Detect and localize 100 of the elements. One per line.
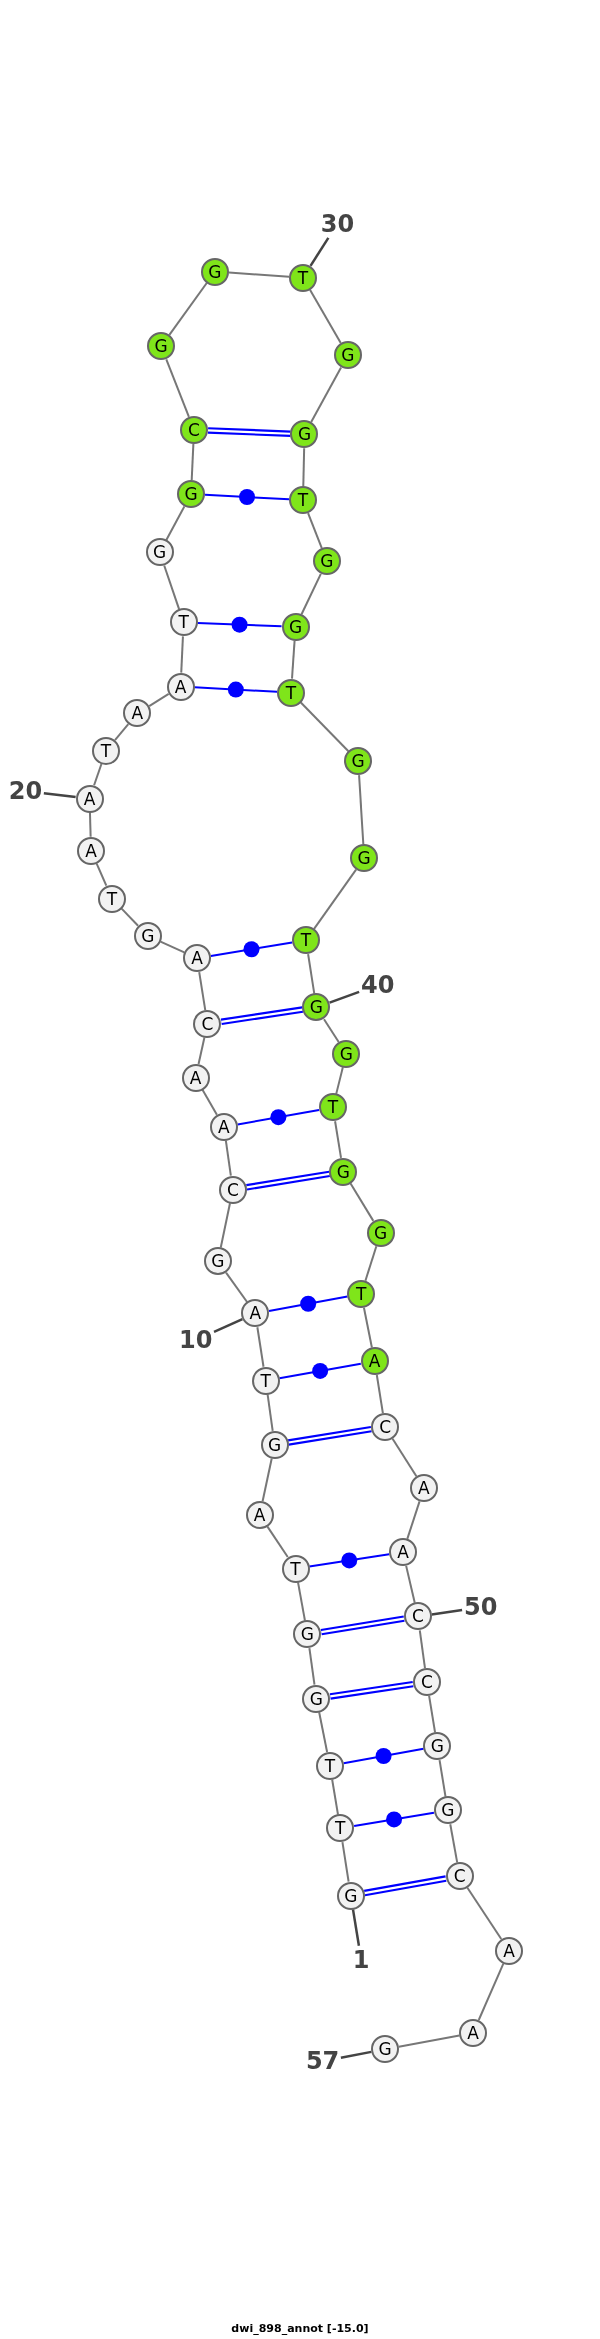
backbone-line: [318, 1711, 329, 1753]
backbone-line: [159, 940, 186, 954]
nucleotide-circle: A: [166, 672, 195, 701]
backbone-line: [163, 564, 181, 611]
nucleotide-circle: A: [245, 1500, 274, 1529]
backbone-line: [391, 1437, 418, 1478]
leader-line: [431, 1608, 463, 1616]
nucleotide-circle: C: [193, 1009, 222, 1038]
backbone-line: [299, 701, 350, 753]
position-number: 40: [361, 973, 395, 998]
backbone-line: [466, 1886, 503, 1941]
nucleotide-circle: G: [302, 1684, 331, 1713]
backbone-line: [307, 953, 316, 995]
backbone-line: [341, 1841, 350, 1883]
nucleotide-circle: G: [147, 332, 176, 361]
nucleotide-circle: G: [332, 1039, 361, 1068]
backbone-line: [313, 868, 358, 930]
backbone-line: [397, 2034, 461, 2048]
backbone-line: [120, 907, 140, 927]
caption: dwi_898_annot [-15.0]: [231, 2322, 369, 2335]
nucleotide-circle: T: [347, 1280, 376, 1308]
nucleotide-circle: G: [333, 341, 362, 370]
nucleotide-circle: G: [336, 1881, 365, 1910]
backbone-line: [165, 358, 190, 418]
backbone-line: [335, 1066, 344, 1095]
leader-line: [43, 791, 76, 799]
base-pair-line: [329, 1680, 414, 1700]
leader-line: [351, 1909, 361, 1946]
backbone-line: [307, 512, 323, 550]
nucleotide-circle: G: [344, 747, 373, 776]
backbone-line: [358, 774, 365, 846]
base-pair-line: [246, 1170, 330, 1191]
nucleotide-circle: T: [289, 263, 317, 292]
base-pair-line: [196, 621, 283, 628]
nucleotide-circle: T: [251, 1366, 280, 1395]
backbone-line: [418, 1629, 426, 1670]
nucleotide-circle: G: [290, 420, 319, 449]
base-pair-line: [204, 493, 290, 501]
position-number: 30: [320, 211, 355, 236]
position-number: 50: [464, 1595, 498, 1620]
backbone-line: [165, 505, 186, 541]
nucleotide-circle: G: [203, 1247, 232, 1276]
backbone-line: [95, 862, 108, 887]
base-pair-line: [236, 1108, 321, 1126]
nucleotide-circle: A: [494, 1936, 523, 1965]
backbone-line: [148, 692, 170, 708]
backbone-line: [362, 1306, 373, 1349]
backbone-line: [310, 366, 343, 424]
nucleotide-circle: G: [281, 612, 310, 641]
leader-line: [340, 2050, 372, 2059]
base-pair-line: [320, 1615, 405, 1636]
leader-line: [329, 990, 360, 1004]
nucleotide-circle: A: [360, 1347, 389, 1376]
backbone-line: [331, 1778, 339, 1816]
backbone-line: [375, 1374, 384, 1415]
nucleotide-circle: C: [218, 1175, 247, 1204]
nucleotide-circle: G: [133, 921, 162, 950]
nucleotide-circle: A: [77, 836, 106, 865]
backbone-line: [428, 1694, 437, 1734]
backbone-line: [300, 572, 322, 616]
position-number: 1: [352, 1947, 370, 1972]
nucleotide-circle: C: [371, 1412, 400, 1441]
backbone-line: [334, 1120, 343, 1159]
nucleotide-circle: A: [241, 1299, 270, 1328]
backbone-line: [198, 971, 207, 1012]
nucleotide-circle: G: [260, 1430, 289, 1459]
backbone-line: [190, 442, 195, 482]
backbone-line: [201, 1088, 218, 1116]
nucleotide-circle: G: [423, 1732, 452, 1761]
backbone-line: [477, 1962, 505, 2021]
nucleotide-circle: A: [209, 1112, 238, 1141]
nucleotide-circle: T: [291, 926, 320, 955]
base-pair-line: [278, 1362, 362, 1380]
leader-line: [213, 1318, 243, 1334]
backbone-line: [308, 1647, 316, 1686]
nucleotide-circle: G: [293, 1620, 322, 1649]
nucleotide-circle: T: [91, 736, 120, 765]
backbone-line: [291, 639, 296, 680]
backbone-line: [225, 1271, 249, 1304]
backbone-line: [349, 1182, 375, 1222]
backbone-line: [309, 288, 342, 345]
backbone-line: [93, 763, 103, 787]
nucleotide-circle: G: [366, 1218, 395, 1247]
backbone-line: [323, 1018, 340, 1043]
position-number: 10: [179, 1328, 213, 1353]
backbone-line: [180, 635, 184, 674]
position-number: 20: [8, 779, 43, 804]
backbone-line: [256, 1326, 265, 1368]
nucleotide-circle: T: [281, 1554, 310, 1583]
backbone-line: [219, 1202, 231, 1249]
nucleotide-circle: G: [350, 844, 379, 873]
nucleotide-circle: G: [145, 538, 174, 567]
nucleotide-circle: T: [318, 1093, 347, 1122]
backbone-line: [168, 282, 208, 336]
nucleotide-circle: G: [371, 2035, 400, 2064]
base-pair-line: [342, 1747, 425, 1765]
backbone-line: [197, 1036, 206, 1065]
base-pair-line: [268, 1295, 349, 1312]
base-pair-line: [308, 1553, 391, 1568]
nucleotide-circle: G: [433, 1796, 462, 1825]
